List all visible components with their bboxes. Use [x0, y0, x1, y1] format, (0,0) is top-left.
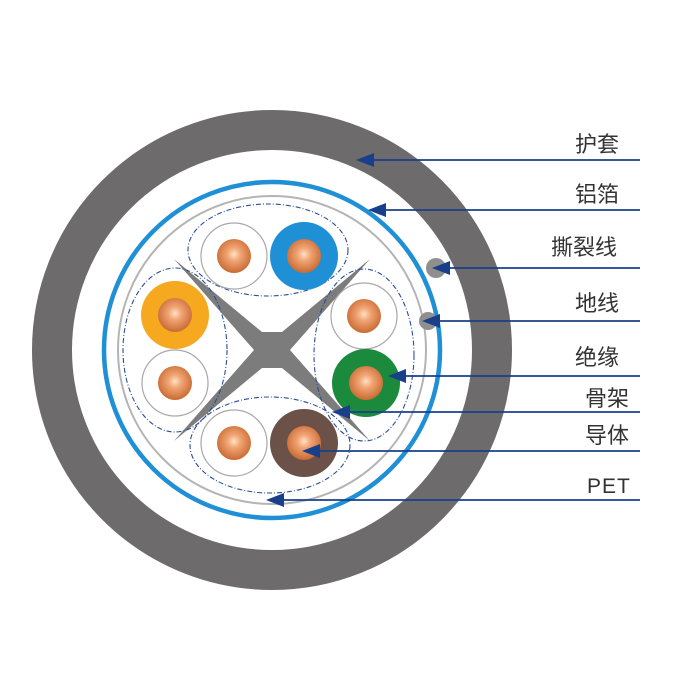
leader-spline: [332, 405, 640, 419]
conductor: [347, 299, 381, 333]
pair-top: [200, 222, 338, 290]
leader-foil: [368, 203, 640, 217]
label-insulation: 绝缘: [575, 346, 620, 371]
conductor: [349, 366, 383, 400]
label-pet: PET: [587, 475, 631, 498]
conductor: [158, 366, 192, 400]
label-spline: 骨架: [585, 387, 630, 412]
conductor: [158, 298, 192, 332]
pair-right: [330, 282, 400, 417]
leader-conductor: [302, 444, 640, 458]
leader-lines: [266, 153, 640, 507]
label-drain: 地线: [575, 292, 620, 317]
label-foil: 铝箔: [575, 183, 620, 208]
pet-ring: [117, 195, 427, 505]
cross-spline: [174, 259, 370, 441]
conductor: [217, 426, 251, 460]
pair-left: [141, 281, 209, 417]
conductor: [217, 239, 251, 273]
pair-bottom: [200, 409, 338, 477]
jacket-ring: [32, 110, 512, 590]
foil-ring: [101, 179, 443, 521]
label-jacket: 护套: [575, 133, 620, 158]
leader-insulation: [388, 369, 640, 383]
conductor: [287, 239, 321, 273]
leader-ripcord: [432, 261, 640, 275]
label-ripcord: 撕裂线: [551, 236, 618, 261]
leader-drain: [422, 314, 640, 328]
pair-binders: [122, 203, 415, 494]
leader-jacket: [356, 153, 640, 167]
leader-pet: [266, 493, 640, 507]
label-conductor: 导体: [585, 424, 630, 449]
